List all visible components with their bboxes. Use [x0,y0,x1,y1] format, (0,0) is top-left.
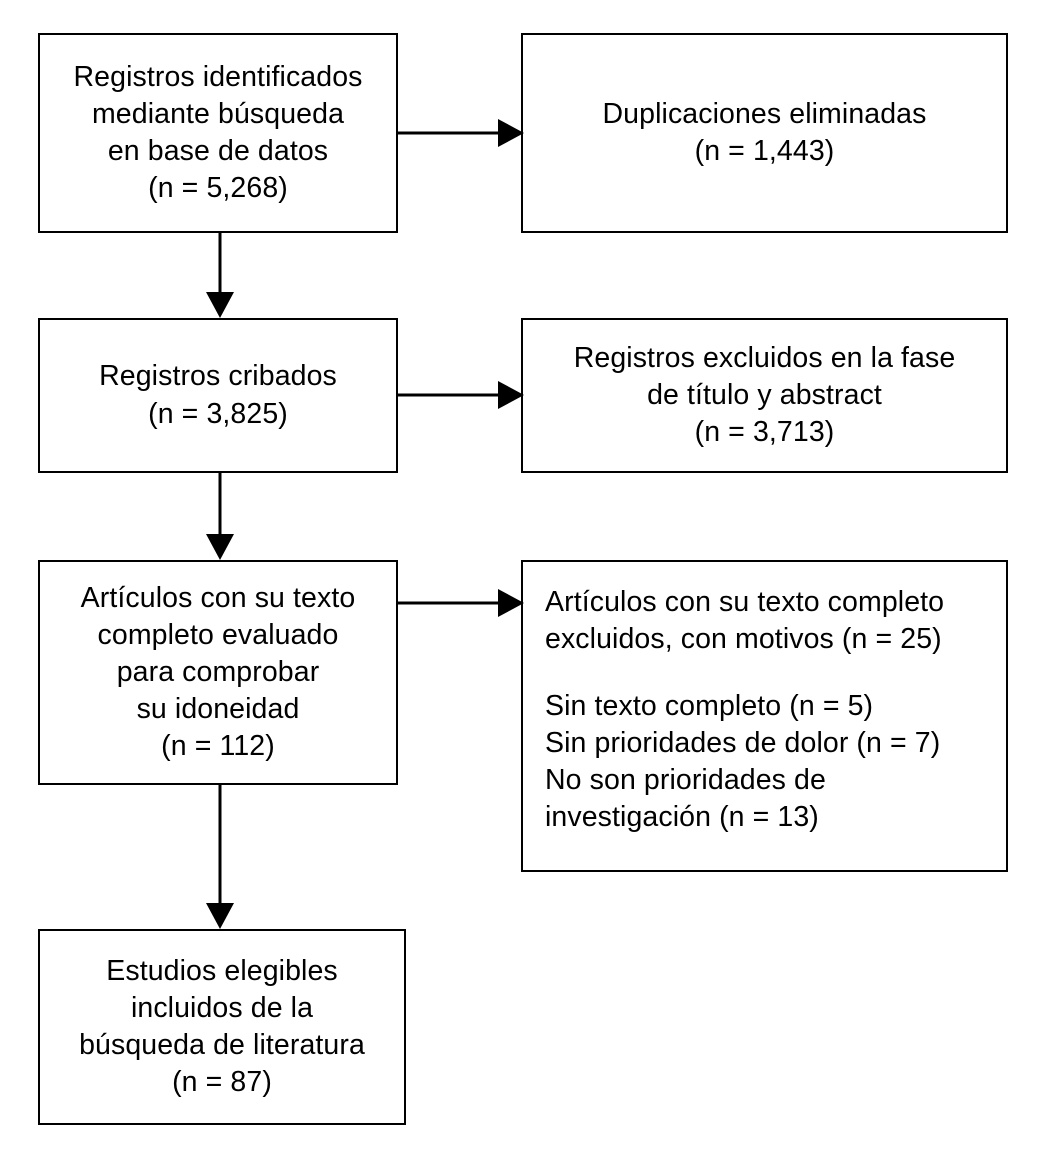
fulltext-line-1: Artículos con su texto [80,581,356,614]
arrow-shaft [218,233,222,296]
included-count: (n = 87) [172,1066,272,1099]
arrow-right-icon-fulltext-to-excluded [398,589,524,617]
fulltext-line-4: su idoneidad [136,693,300,726]
arrow-down-icon-identified-to-screened [206,233,234,318]
arrow-shaft [398,131,502,135]
arrow-head [498,381,524,409]
excluded-ft-reason-1: Sin texto completo (n = 5) [545,690,874,723]
arrow-shaft [398,601,502,605]
excluded-ft-heading-line-1: Artículos con su texto completo [545,586,945,618]
arrow-head [498,119,524,147]
identified-count: (n = 5,268) [148,172,288,205]
flow-box-identified: Registros identificados mediante búsqued… [38,33,398,233]
arrow-down-icon-screened-to-fulltext [206,473,234,560]
excluded-ta-line-2: de título y abstract [647,378,882,411]
excluded-ft-heading-line-2: excluidos, con motivos (n = 25) [545,623,942,656]
arrow-shaft [398,393,502,397]
arrow-shaft [218,473,222,538]
excluded-ft-reason-3a: No son prioridades de [545,764,826,797]
flow-box-excluded-title-abstract: Registros excluidos en la fase de título… [521,318,1008,473]
excluded-ta-count: (n = 3,713) [694,416,835,449]
arrow-right-icon-identified-to-duplicates [398,119,524,147]
identified-line-1: Registros identificados [73,60,363,93]
arrow-head [498,589,524,617]
arrow-right-icon-screened-to-excluded [398,381,524,409]
excluded-ft-reason-3b: investigación (n = 13) [545,801,819,834]
arrow-head [206,292,234,318]
flow-box-included-studies: Estudios elegibles incluidos de la búsqu… [38,929,406,1125]
included-line-2: incluidos de la [130,991,314,1024]
excluded-ft-reason-2: Sin prioridades de dolor (n = 7) [545,727,941,760]
fulltext-line-3: para comprobar [116,655,320,688]
duplicates-count: (n = 1,443) [694,135,835,167]
arrow-down-icon-fulltext-to-included [206,785,234,929]
identified-line-3: en base de datos [107,135,329,167]
included-line-3: búsqueda de literatura [79,1029,365,1061]
arrow-shaft [218,785,222,907]
duplicates-line-1: Duplicaciones eliminadas [602,97,927,130]
arrow-head [206,534,234,560]
screened-count: (n = 3,825) [148,397,288,430]
flow-box-excluded-fulltext-reasons: Artículos con su texto completo excluido… [521,560,1008,872]
screened-line-1: Registros cribados [99,360,337,393]
flow-box-fulltext-assessed: Artículos con su texto completo evaluado… [38,560,398,785]
excluded-ta-line-1: Registros excluidos en la fase [573,341,956,374]
flow-box-duplicates-removed: Duplicaciones eliminadas (n = 1,443) [521,33,1008,233]
identified-line-2: mediante búsqueda [91,97,345,130]
included-line-1: Estudios elegibles [106,954,338,987]
fulltext-count: (n = 112) [161,730,275,763]
flow-box-screened: Registros cribados (n = 3,825) [38,318,398,473]
arrow-head [206,903,234,929]
fulltext-line-2: completo evaluado [97,618,339,651]
